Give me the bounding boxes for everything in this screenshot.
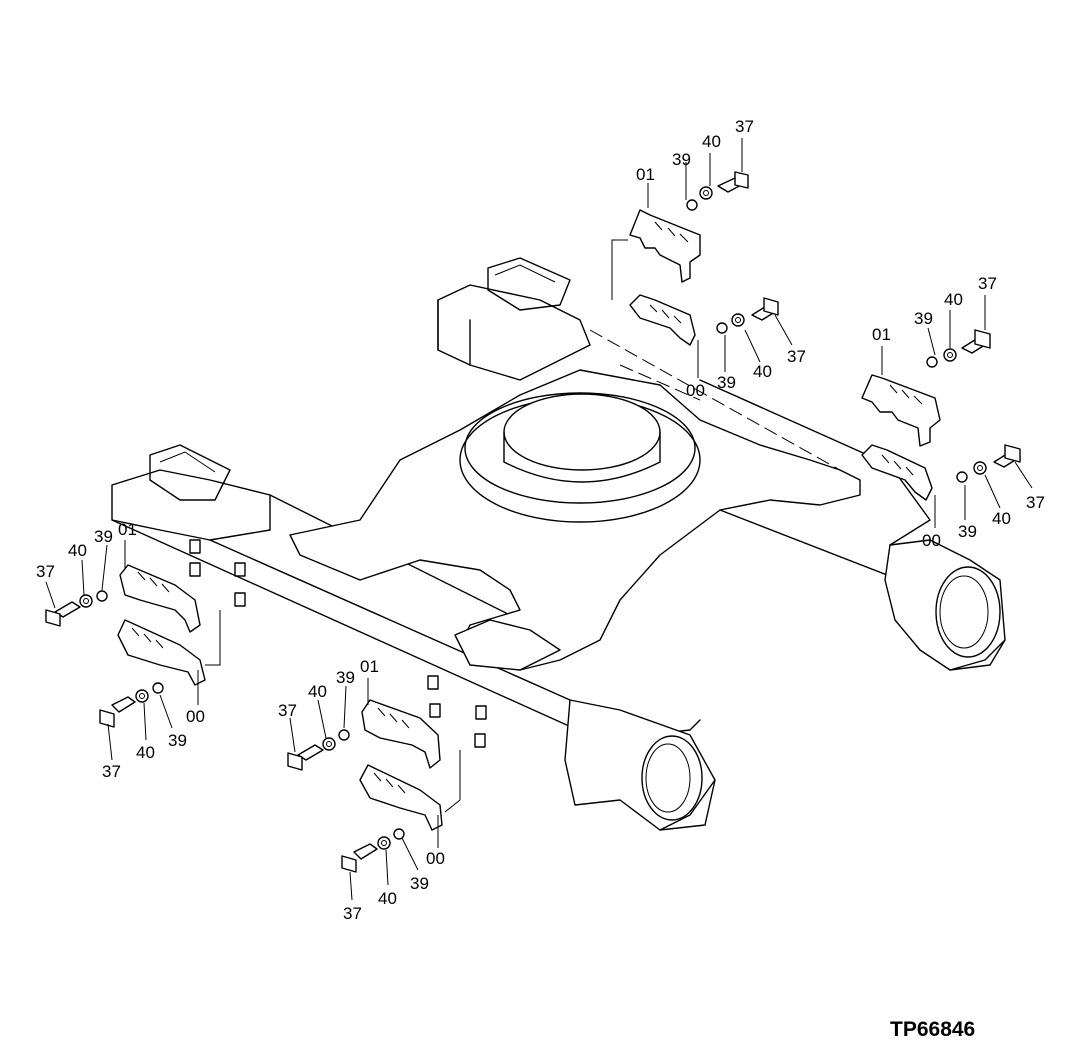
label-37-c: 37 [978, 274, 997, 293]
label-39-h: 39 [410, 874, 429, 893]
label-39-b: 39 [717, 373, 736, 392]
label-39-d: 39 [958, 522, 977, 541]
label-01-c: 01 [118, 520, 137, 539]
label-01-b: 01 [872, 325, 891, 344]
label-01-a: 01 [636, 165, 655, 184]
label-37-h: 37 [343, 904, 362, 923]
label-39-f: 39 [168, 731, 187, 750]
track-frame [111, 257, 1006, 831]
label-37-b: 37 [787, 347, 806, 366]
label-40-a: 40 [702, 132, 721, 151]
label-37-d: 37 [1026, 493, 1045, 512]
label-39-g: 39 [336, 668, 355, 687]
label-40-d: 40 [992, 509, 1011, 528]
label-39-c: 39 [914, 309, 933, 328]
label-00-a: 00 [686, 381, 705, 400]
clamp-group-left [45, 540, 221, 761]
label-40-g: 40 [308, 682, 327, 701]
label-40-e: 40 [68, 541, 87, 560]
label-37-e: 37 [36, 562, 55, 581]
label-40-b: 40 [753, 362, 772, 381]
drawing-code: TP66846 [890, 1018, 975, 1041]
label-40-h: 40 [378, 889, 397, 908]
label-01-d: 01 [360, 657, 379, 676]
clamp-group-upper-right-top [611, 138, 793, 378]
label-37-a: 37 [735, 117, 754, 136]
label-00-b: 00 [922, 531, 941, 550]
label-00-d: 00 [426, 849, 445, 868]
label-39-a: 39 [672, 150, 691, 169]
clamp-group-lower-center [189, 539, 487, 901]
label-00-c: 00 [186, 707, 205, 726]
label-40-f: 40 [136, 743, 155, 762]
label-39-e: 39 [94, 527, 113, 546]
label-37-g: 37 [278, 701, 297, 720]
label-40-c: 40 [944, 290, 963, 309]
label-37-f: 37 [102, 762, 121, 781]
clamp-group-upper-right-lower [861, 295, 1033, 528]
